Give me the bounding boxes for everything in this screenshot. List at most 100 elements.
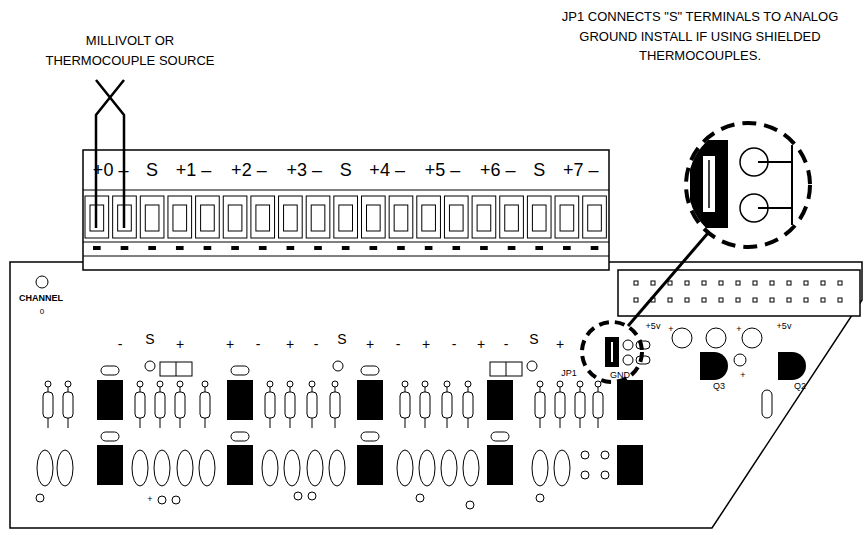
capacitor-symbol xyxy=(361,366,379,375)
terminal-label: +6 – xyxy=(480,159,516,182)
capacitor-symbol xyxy=(177,450,193,486)
jumper-enlarged xyxy=(690,140,728,228)
polarity-mark: + xyxy=(176,336,184,354)
terminal-cell xyxy=(168,196,192,238)
pad xyxy=(287,381,293,387)
pad xyxy=(577,381,583,387)
terminal-screw xyxy=(173,205,187,231)
resistor-symbol xyxy=(155,392,165,418)
pad xyxy=(267,381,273,387)
header-pin xyxy=(719,281,723,285)
pad xyxy=(309,381,315,387)
voltage-label: +5v xyxy=(777,321,792,332)
component-block xyxy=(160,362,192,376)
pad xyxy=(294,492,302,500)
terminal-cell xyxy=(527,196,551,238)
shield-mark: S xyxy=(145,331,154,349)
pad xyxy=(557,381,563,387)
capacitor-symbol xyxy=(554,450,570,486)
terminal-cell xyxy=(223,196,247,238)
terminal-label: S xyxy=(533,159,545,182)
capacitor-symbol xyxy=(419,450,435,486)
terminal-screw xyxy=(449,205,463,231)
header-pin xyxy=(804,298,808,302)
header-pin xyxy=(753,281,757,285)
channel-number: 0 xyxy=(40,307,44,317)
source-wire xyxy=(96,80,124,228)
header-pin xyxy=(821,281,825,285)
terminal-contact xyxy=(563,246,571,250)
capacitor-symbol xyxy=(199,450,215,486)
terminal-contact xyxy=(397,246,405,250)
pad xyxy=(527,361,537,371)
pad xyxy=(465,381,471,387)
header-pin xyxy=(634,298,638,302)
transistor-name: Q3 xyxy=(713,381,725,392)
pad xyxy=(45,381,51,387)
terminal-screw xyxy=(201,205,215,231)
pad xyxy=(422,381,428,387)
terminal-label: +0 – xyxy=(93,159,129,182)
pad xyxy=(466,501,474,509)
terminal-cell xyxy=(362,196,386,238)
terminal-block xyxy=(83,150,609,270)
component-block xyxy=(506,362,507,376)
terminal-contact xyxy=(314,246,322,250)
terminal-label: +7 – xyxy=(563,159,599,182)
polarity-mark: + xyxy=(366,336,374,354)
capacitor-symbol xyxy=(101,366,119,375)
terminal-label: +2 – xyxy=(231,159,267,182)
header-pin xyxy=(838,298,842,302)
source-wire xyxy=(96,80,124,228)
voltage-label: +5v xyxy=(646,321,661,332)
terminal-screw xyxy=(422,205,436,231)
ic-chip xyxy=(617,380,643,420)
capacitor-symbol xyxy=(441,450,457,486)
terminal-contact xyxy=(425,246,433,250)
jumper-pin xyxy=(623,355,633,365)
polarity-mark: + xyxy=(422,336,430,354)
header-pin xyxy=(685,281,689,285)
component-block xyxy=(490,362,522,376)
header-pin xyxy=(838,281,842,285)
terminal-screw xyxy=(532,205,546,231)
pad xyxy=(65,381,71,387)
resistor-symbol xyxy=(175,392,185,418)
jumper-jp1 xyxy=(605,337,619,367)
resistor-symbol xyxy=(593,392,603,418)
terminal-contact xyxy=(176,246,184,250)
resistor-symbol xyxy=(400,392,410,418)
terminal-screw xyxy=(477,205,491,231)
terminal-label: +1 – xyxy=(176,159,212,182)
terminal-contact xyxy=(148,246,156,250)
header-pin xyxy=(685,298,689,302)
callout-circle xyxy=(582,322,642,382)
pad xyxy=(157,381,163,387)
header-pin xyxy=(770,298,774,302)
header-pin xyxy=(702,281,706,285)
resistor-symbol xyxy=(307,392,317,418)
resistor-symbol xyxy=(575,392,585,418)
pad xyxy=(145,361,155,371)
terminal-contact xyxy=(287,246,295,250)
capacitor-symbol xyxy=(706,328,726,348)
terminal-divider xyxy=(83,242,609,243)
trace xyxy=(758,145,792,225)
pad xyxy=(536,494,544,502)
pad xyxy=(137,381,143,387)
polarity-mark: - xyxy=(314,336,319,354)
terminal-cell xyxy=(306,196,330,238)
capacitor-symbol xyxy=(329,450,345,486)
terminal-cell xyxy=(583,196,607,238)
terminal-screw xyxy=(560,205,574,231)
terminal-label: S xyxy=(146,159,158,182)
pad xyxy=(416,494,424,502)
header-pin xyxy=(634,281,638,285)
pad xyxy=(177,381,183,387)
polarity-mark: + xyxy=(668,324,673,335)
resistor-symbol xyxy=(463,392,473,418)
capacitor-symbol xyxy=(307,450,323,486)
terminal-contact xyxy=(370,246,378,250)
jumper-slot xyxy=(703,156,715,212)
capacitor-symbol xyxy=(132,450,148,486)
